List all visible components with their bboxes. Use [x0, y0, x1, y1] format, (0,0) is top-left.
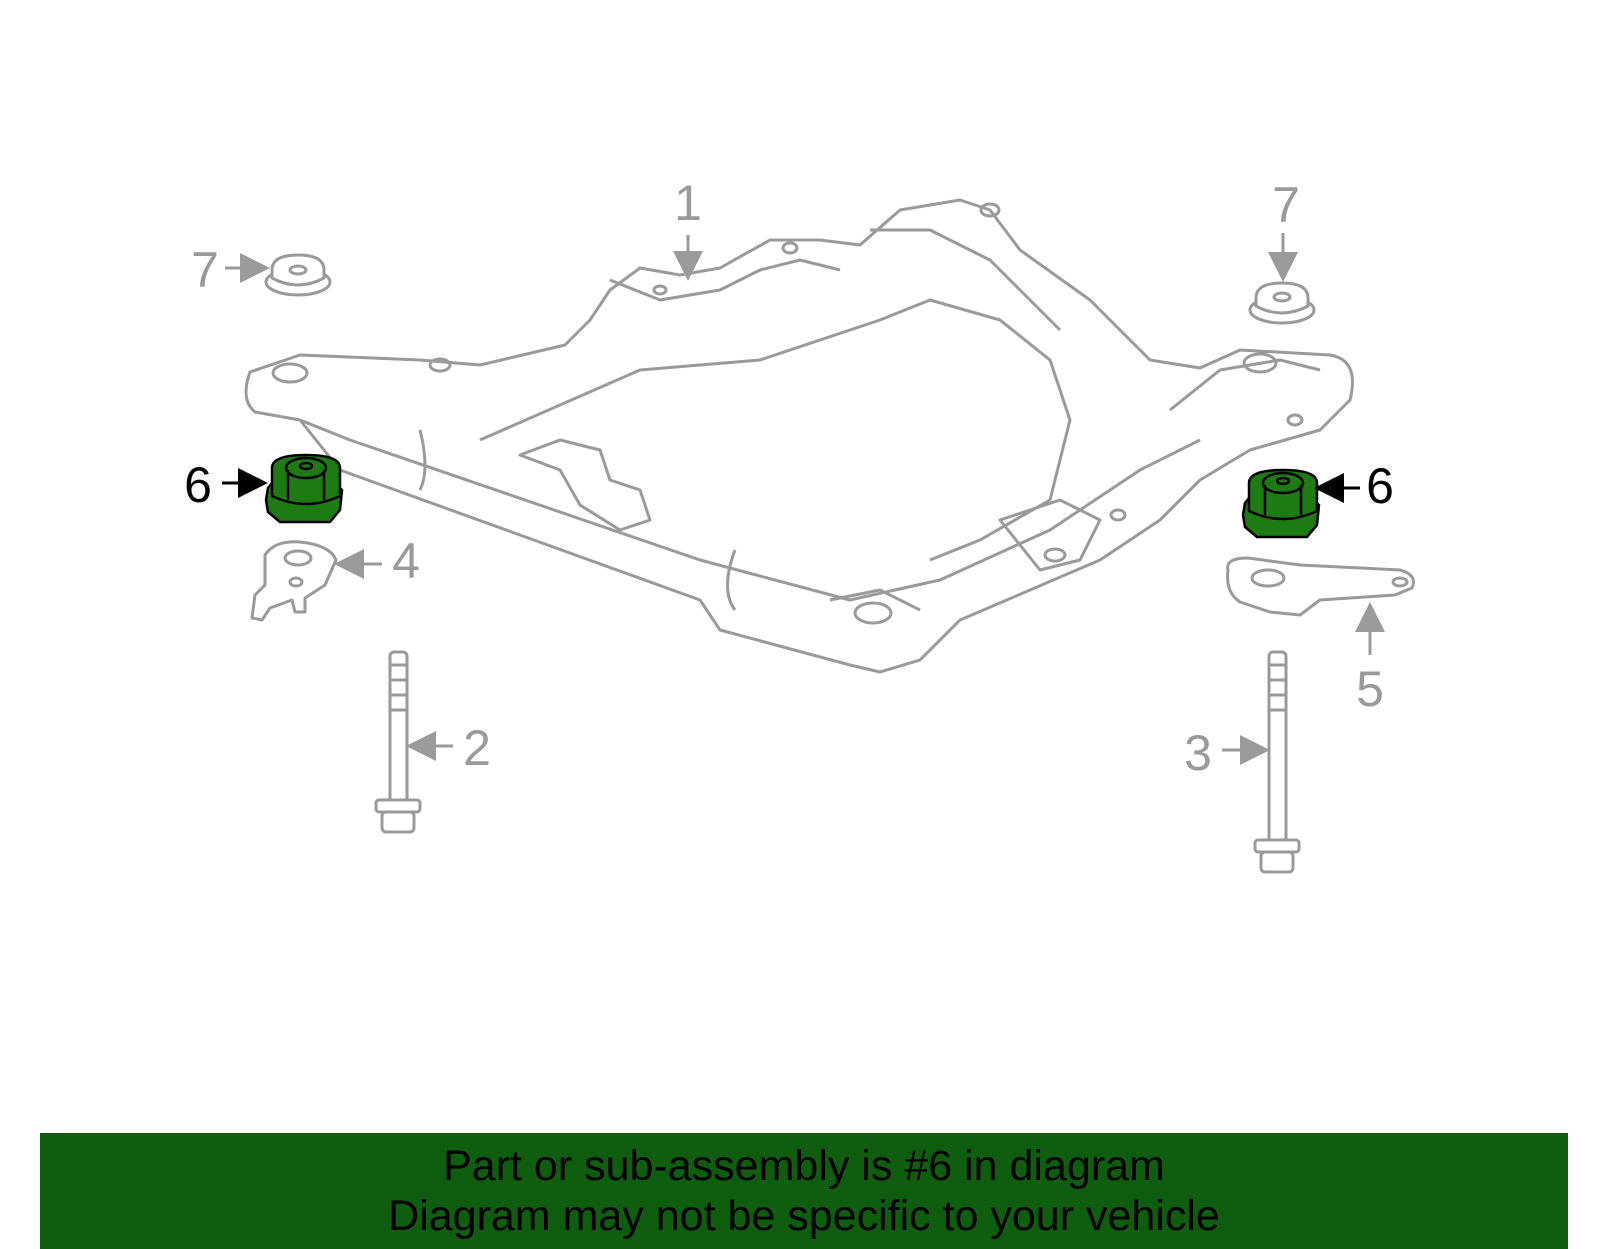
- stopper-left: [264, 253, 332, 297]
- banner-disclaimer: Diagram may not be specific to your vehi…: [388, 1192, 1220, 1240]
- info-banner: Part or sub-assembly is #6 in diagram Di…: [40, 1133, 1568, 1249]
- bracket-left: [250, 540, 338, 622]
- bushing-right: [1241, 468, 1321, 539]
- bolt-right: [1253, 650, 1301, 874]
- callout-5: 5: [1356, 661, 1384, 717]
- callout-7-right: 7: [1272, 177, 1300, 233]
- callout-3: 3: [1184, 725, 1212, 781]
- leader-lines: [222, 233, 1385, 765]
- bushing-left: [264, 453, 344, 524]
- stopper-right: [1248, 281, 1316, 325]
- callout-6-right: 6: [1366, 458, 1394, 514]
- callout-7-left: 7: [191, 242, 219, 298]
- callout-6-left: 6: [184, 457, 212, 513]
- callout-2: 2: [463, 720, 491, 776]
- callout-1: 1: [674, 175, 702, 231]
- front-subframe: [244, 198, 1354, 674]
- callout-4: 4: [392, 533, 420, 589]
- bracket-right: [1226, 556, 1415, 617]
- banner-part-note: Part or sub-assembly is #6 in diagram: [443, 1142, 1165, 1190]
- bolt-left: [374, 650, 422, 834]
